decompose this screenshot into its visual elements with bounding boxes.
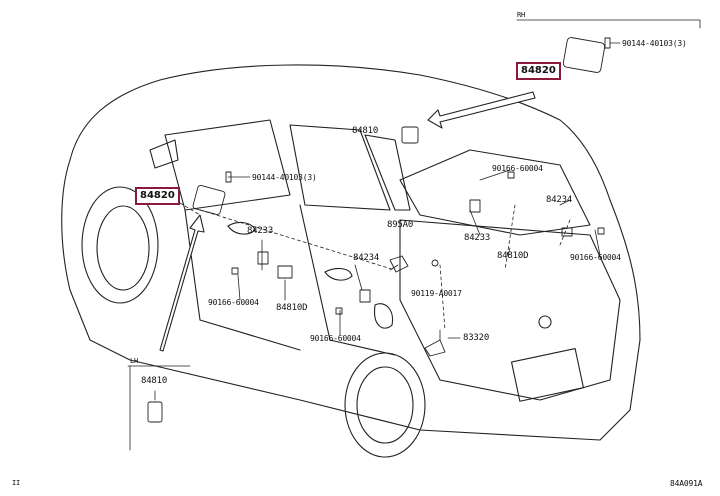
screw-90144-rh bbox=[604, 37, 611, 49]
rh-switch-component bbox=[562, 37, 606, 73]
rear-hatch bbox=[399, 219, 621, 401]
rear-switch-component bbox=[401, 126, 419, 144]
part-84234-right: 84234 bbox=[546, 195, 573, 205]
front-wheel-inner bbox=[96, 205, 150, 291]
part-83320: 83320 bbox=[463, 333, 490, 343]
clip-84234-right bbox=[561, 227, 573, 237]
rear-door-window bbox=[289, 124, 391, 211]
part-90166-c: 90166-60004 bbox=[208, 298, 259, 307]
side-mirror bbox=[149, 139, 179, 169]
bolt-90119 bbox=[431, 259, 439, 267]
lh-lower-switch-component bbox=[147, 401, 163, 423]
part-84233-mid: 84233 bbox=[464, 233, 491, 243]
clip-84234-mid bbox=[359, 289, 371, 303]
car-rear-outline bbox=[599, 199, 641, 441]
hatch-emblem bbox=[538, 315, 552, 329]
part-84810d-left: 84810D bbox=[276, 303, 308, 313]
part-90166-b: 90166-60004 bbox=[570, 253, 621, 262]
callout-84820-lh[interactable]: 84820 bbox=[135, 187, 180, 205]
connector-895a0 bbox=[389, 255, 409, 273]
part-90144-left: 90144-40103(3) bbox=[252, 173, 317, 182]
clip-84233-left bbox=[257, 251, 269, 265]
rear-wheel-inner bbox=[356, 366, 414, 444]
part-90144-right: 90144-40103(3) bbox=[622, 39, 687, 48]
bolt-90166-d bbox=[335, 307, 343, 315]
part-90166-d: 90166-60004 bbox=[310, 334, 361, 343]
part-84234-mid: 84234 bbox=[353, 253, 380, 263]
part-84810-lh: 84810 bbox=[141, 376, 168, 386]
bolt-90166-b bbox=[597, 227, 605, 235]
front-door-window bbox=[164, 119, 291, 211]
part-90166-a: 90166-60004 bbox=[492, 164, 543, 173]
connector-84810d-left bbox=[277, 265, 293, 279]
part-895a0: 895A0 bbox=[387, 220, 414, 230]
license-plate bbox=[510, 348, 584, 402]
car-roof-outline bbox=[69, 64, 611, 201]
part-90119: 90119-A0017 bbox=[411, 289, 462, 298]
part-84810d-right: 84810D bbox=[497, 251, 529, 261]
car-lower-body bbox=[129, 359, 601, 441]
clip-84233-mid bbox=[469, 199, 481, 213]
front-door-handle bbox=[227, 221, 256, 235]
part-84233-left: 84233 bbox=[247, 226, 274, 236]
rear-door-line bbox=[299, 204, 396, 356]
sensor-83320 bbox=[424, 339, 446, 357]
front-wheel bbox=[81, 186, 159, 304]
rh-header-label: RH bbox=[517, 11, 526, 19]
rh-bracket bbox=[516, 19, 701, 29]
fuel-door bbox=[374, 303, 394, 329]
lh-switch-component bbox=[192, 185, 226, 215]
lh-pointer-arrow bbox=[159, 214, 205, 352]
rear-door-handle bbox=[324, 267, 353, 281]
lh-header-label: LH bbox=[130, 357, 139, 365]
screw-90144-lh bbox=[225, 171, 232, 183]
car-left-side bbox=[61, 159, 131, 361]
footer-left-code: II bbox=[12, 479, 21, 487]
part-84810-top: 84810 bbox=[352, 126, 379, 136]
bolt-90166-a bbox=[507, 171, 515, 179]
bolt-90166-c bbox=[231, 267, 239, 275]
rear-wheel bbox=[344, 352, 426, 458]
rh-pointer-arrow bbox=[427, 91, 536, 129]
diagram-id: 84A091A bbox=[670, 479, 703, 488]
quarter-window bbox=[364, 134, 411, 211]
callout-84820-rh[interactable]: 84820 bbox=[516, 62, 561, 80]
rear-window bbox=[399, 149, 591, 236]
